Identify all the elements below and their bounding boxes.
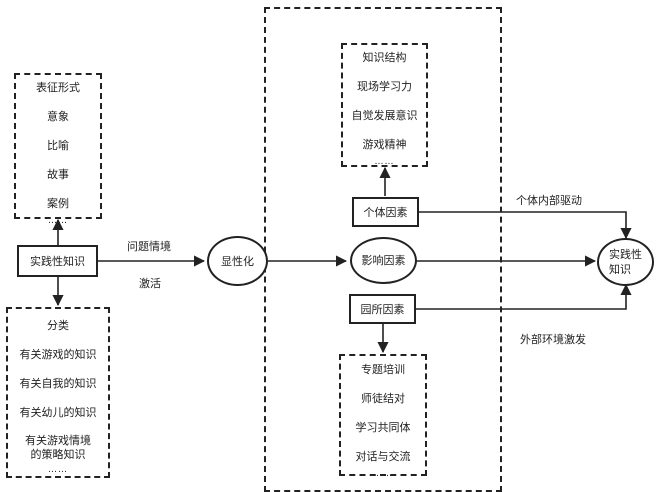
representation-item: 故事 [47, 168, 69, 181]
kindergarten-factors-ellipsis: …… [373, 469, 393, 479]
arrow-internal-drive [418, 211, 632, 240]
individual-factors-list: 知识结构 现场学习力 自觉发展意识 游戏精神 …… [341, 50, 428, 167]
representation-title: 表征形式 [36, 81, 80, 94]
individual-factors-group [341, 43, 428, 167]
internal-drive-label: 个体内部驱动 [516, 194, 582, 207]
representation-group [14, 73, 102, 219]
classification-list: 分类 有关游戏的知识 有关自我的知识 有关幼儿的知识 有关游戏情境的策略知识 …… [6, 318, 110, 475]
kindergarten-factors-group [339, 354, 427, 476]
problem-situation-label: 问题情境 [127, 240, 171, 253]
arrow-external-stimulus [416, 283, 632, 310]
influence-factors-node: 影响因素 [350, 237, 417, 284]
classification-item: 有关幼儿的知识 [19, 406, 97, 419]
representation-item: 案例 [47, 197, 69, 210]
external-stimulus-label: 外部环境激发 [520, 333, 586, 346]
practical-knowledge-source-node: 实践性知识 [17, 245, 98, 277]
target-node-line1: 实践性 [609, 248, 642, 261]
individual-factor-item: 游戏精神 [362, 138, 407, 151]
representation-list: 表征形式 意象 比喻 故事 案例 …… [14, 80, 102, 226]
individual-factor-item: 现场学习力 [357, 80, 412, 93]
practical-knowledge-target-node: 实践性 知识 [597, 238, 654, 286]
individual-factors-ellipsis: …… [374, 157, 395, 167]
individual-factor-node: 个体因素 [352, 197, 419, 227]
target-node-line2: 知识 [609, 263, 631, 276]
explicitation-node: 显性化 [207, 236, 268, 286]
kindergarten-factor-item: 专题培训 [361, 363, 405, 376]
kindergarten-factor-item: 对话与交流 [355, 450, 411, 463]
individual-factor-item: 知识结构 [362, 51, 407, 64]
kindergarten-factor-item: 师徒结对 [361, 392, 405, 405]
classification-title: 分类 [47, 319, 69, 332]
classification-item: 有关游戏的知识 [19, 348, 97, 361]
classification-ellipsis: …… [48, 465, 68, 475]
kindergarten-factors-list: 专题培训 师徒结对 学习共同体 对话与交流 …… [339, 362, 427, 479]
classification-item: 有关游戏情境的策略知识 [25, 434, 91, 461]
classification-item: 有关自我的知识 [19, 377, 97, 390]
representation-ellipsis: …… [48, 216, 68, 226]
representation-item: 意象 [47, 110, 69, 123]
activation-label: 激活 [139, 277, 161, 290]
representation-item: 比喻 [47, 139, 69, 152]
kindergarten-factor-node: 园所因素 [349, 294, 416, 324]
individual-factor-item: 自觉发展意识 [351, 109, 418, 122]
classification-group [6, 307, 110, 478]
kindergarten-factor-item: 学习共同体 [355, 421, 411, 434]
